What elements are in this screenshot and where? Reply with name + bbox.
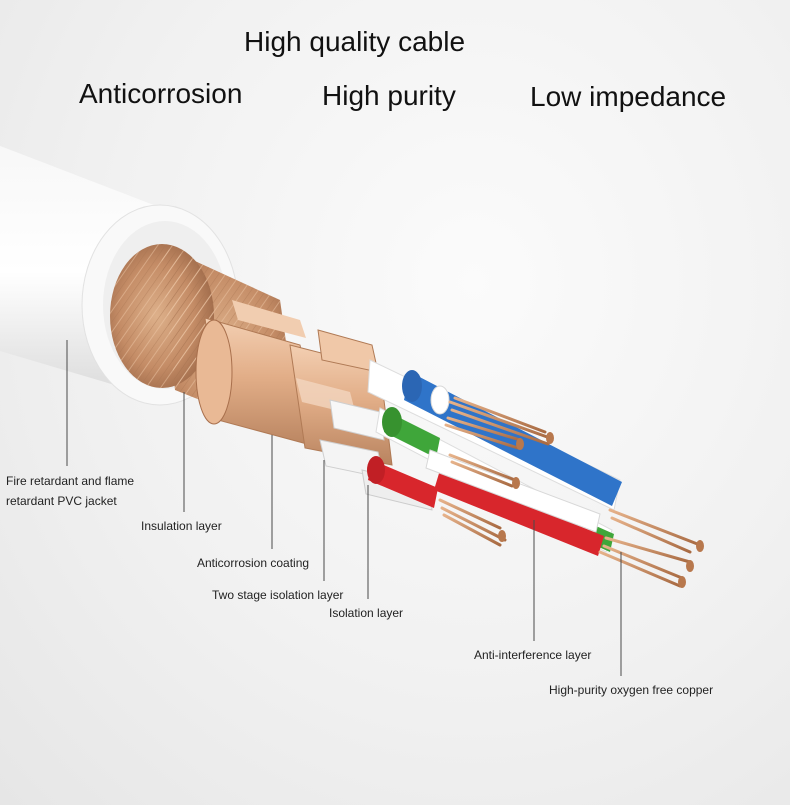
label-two-stage-isolation: Two stage isolation layer	[212, 588, 344, 602]
leader-lines	[66, 340, 622, 676]
feature-high-purity: High purity	[322, 80, 456, 111]
label-pvc-jacket: Fire retardant and flame retardant PVC j…	[6, 471, 134, 511]
label-insulation-layer: Insulation layer	[141, 519, 222, 533]
label-isolation-layer: Isolation layer	[329, 606, 404, 620]
label-anti-interference-layer: Anti-interference layer	[474, 648, 592, 662]
strand-ends	[498, 432, 704, 588]
label-pvc-jacket-line1: Fire retardant and flame	[6, 474, 135, 488]
label-pvc-jacket-line2: retardant PVC jacket	[6, 494, 117, 508]
foil-sleeves	[195, 300, 393, 466]
headline-main: High quality cable	[244, 26, 466, 57]
feature-low-impedance: Low impedance	[530, 81, 727, 112]
label-anticorrosion-coating: Anticorrosion coating	[197, 556, 310, 570]
label-oxygen-free-copper: High-purity oxygen free copper	[549, 683, 714, 697]
copper-strands	[438, 396, 702, 588]
feature-anticorrosion: Anticorrosion	[79, 78, 243, 109]
